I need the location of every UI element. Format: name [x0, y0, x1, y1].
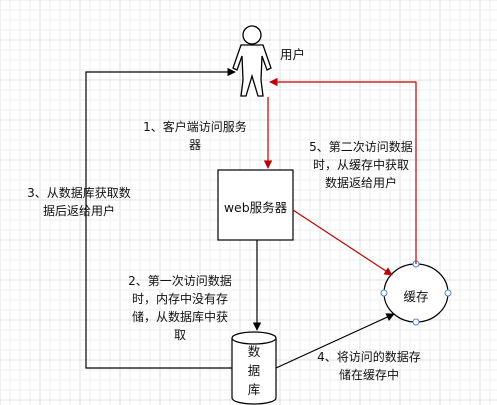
- web-server-label: web服务器: [223, 200, 288, 215]
- step1-label: 1、客户端访问服务 器: [143, 120, 247, 152]
- user-label: 用户: [280, 47, 306, 62]
- arrow-db-to-user: [85, 67, 236, 369]
- step2-label: 2、第一次访问数据 时，内存中没有存 储，从数据库中获 取: [128, 274, 232, 342]
- cache-label: 缓存: [403, 289, 429, 304]
- user-icon: [232, 25, 272, 97]
- step5-label: 5、第二次访问数据 时，从缓存中获取 数据返给用户: [309, 140, 413, 190]
- web-server-box: [217, 169, 294, 241]
- step3-label: 3、从数据库获取数 据后返给用户: [27, 186, 131, 218]
- arrow-web-to-cache: [292, 209, 393, 276]
- arrow-cache-to-user: [269, 77, 417, 264]
- arrow-db-to-cache: [275, 313, 395, 369]
- database-cylinder: [231, 331, 277, 405]
- step4-label: 4、将访问的数据存 储在缓存中: [317, 350, 421, 382]
- database-label: 数 据 库: [247, 344, 261, 397]
